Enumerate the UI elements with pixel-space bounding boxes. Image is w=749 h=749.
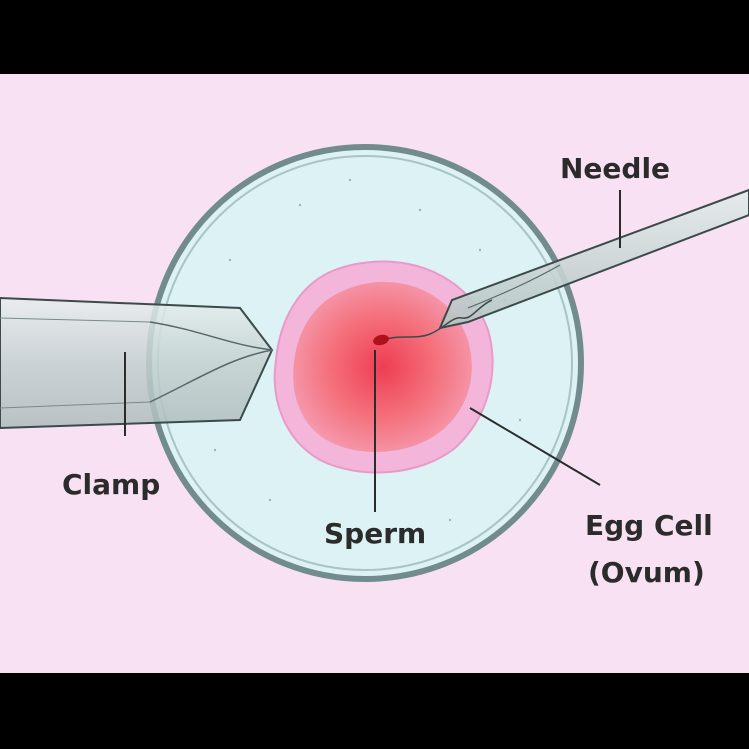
leader-lines	[124, 190, 621, 512]
egg-cell	[273, 260, 494, 474]
icsi-diagram: Needle Clamp Sperm Egg Cell (Ovum)	[0, 74, 749, 673]
diagram-panel: Needle Clamp Sperm Egg Cell (Ovum)	[0, 74, 749, 673]
sperm	[373, 299, 493, 346]
clamp-pipette	[0, 296, 274, 430]
egg-leader-line	[469, 407, 601, 486]
bottom-letterbox-bar	[0, 673, 749, 749]
injection-needle	[438, 188, 749, 330]
egg-cell-label: Egg Cell	[585, 509, 713, 542]
top-letterbox-bar	[0, 0, 749, 74]
clamp-label: Clamp	[62, 468, 160, 501]
ovum-label: (Ovum)	[588, 556, 705, 589]
sperm-label: Sperm	[324, 517, 426, 550]
needle-label: Needle	[560, 152, 670, 185]
